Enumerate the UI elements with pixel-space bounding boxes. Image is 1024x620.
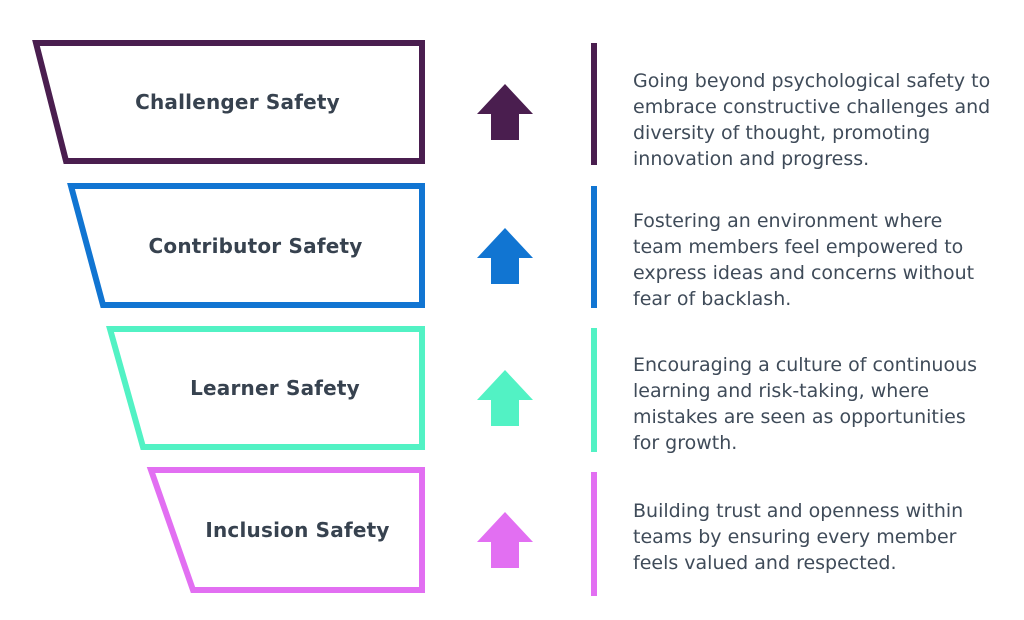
learner-stage-label: Learner Safety (190, 376, 360, 400)
inclusion-trapezoid (146, 467, 425, 593)
challenger-accent-bar (591, 43, 597, 165)
learner-up-arrow-icon (477, 370, 533, 426)
contributor-stage-description: Fostering an environment where team memb… (633, 210, 975, 310)
inclusion-up-arrow-icon (477, 512, 533, 568)
contributor-up-arrow-icon (477, 228, 533, 284)
learner-stage-description: Encouraging a culture of continuous lear… (633, 354, 978, 454)
inclusion-stage-label: Inclusion Safety (205, 518, 390, 542)
learner-trapezoid (106, 326, 425, 450)
challenger-stage-description: Going beyond psychological safety to emb… (633, 70, 991, 170)
inclusion-accent-bar (591, 472, 597, 596)
contributor-stage-label: Contributor Safety (148, 233, 363, 258)
challenger-stage-label: Challenger Safety (135, 90, 340, 114)
contributor-accent-bar (591, 186, 597, 308)
inclusion-stage-description: Building trust and openness within teams… (633, 500, 964, 574)
challenger-trapezoid (32, 40, 425, 164)
contributor-trapezoid (67, 183, 425, 308)
challenger-up-arrow-icon (477, 84, 533, 140)
learner-accent-bar (591, 328, 597, 452)
